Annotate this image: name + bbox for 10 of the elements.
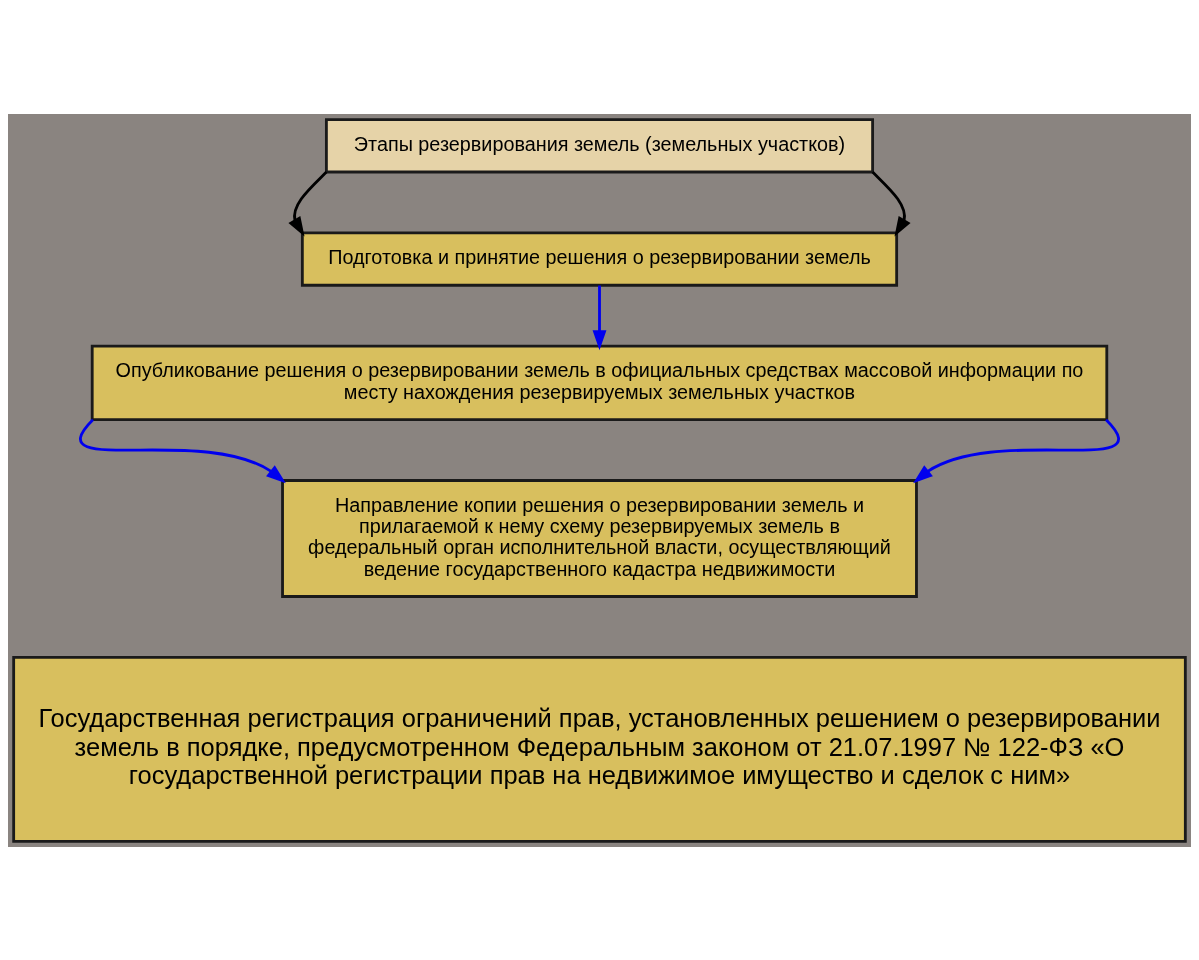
node-box: Этапы резервирования земель (земельных участков) (324, 117, 875, 173)
node-box: Направление копии решения о резервировании земель и прилагаемой к нему схему резервируемых земель в федеральный орган исполнительной власти, осуществляющий ведение государственного кадастра недвижимости (281, 478, 918, 598)
arrow (871, 170, 911, 237)
arrow (288, 170, 328, 237)
node-box: Подготовка и принятие решения о резервировании земель (300, 230, 899, 287)
node-box: Опубликование решения о резервировании земель в официальных средствах массовой информации по месту нахождения резервируемых земельных участков (90, 344, 1109, 421)
arrow (592, 285, 607, 350)
node-box: Государственная регистрация ограничений прав, установленных решением о резервировании земель в порядке, предусмотренном Федеральным законом от 21.07.1997 № 122-ФЗ «О государственной регистрации прав на недвижимое имущество и сделок с ним» (12, 655, 1187, 843)
arrow (79, 418, 286, 483)
arrow (913, 418, 1120, 483)
